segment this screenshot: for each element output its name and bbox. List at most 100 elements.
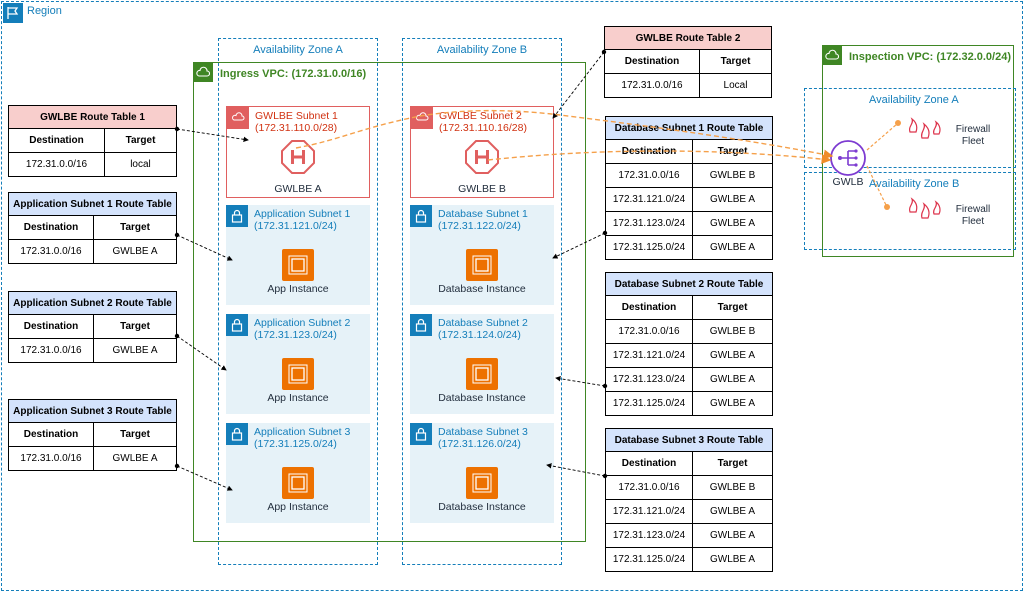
database-instance-label: Database Instance xyxy=(438,283,526,295)
az-a-label: Availability Zone A xyxy=(253,44,343,56)
route-association-lines xyxy=(174,49,608,491)
ec2-instance-icon[interactable] xyxy=(282,467,314,499)
subnet-lock-icon xyxy=(226,423,248,445)
ec2-instance-icon[interactable] xyxy=(282,358,314,390)
subnet-lock-icon xyxy=(227,107,249,129)
gwlbe-b-label: GWLBE B xyxy=(458,183,506,195)
application-subnet-2-route-table: Application Subnet 2 Route Table Destina… xyxy=(8,291,177,363)
gwlbe-subnet-2: GWLBE Subnet 2 (172.31.110.16/28) GWLBE … xyxy=(410,106,554,198)
database-subnet-2: Database Subnet 2 (172.31.124.0/24) Data… xyxy=(410,314,554,414)
vpc-cloud-icon xyxy=(822,45,842,65)
gwlbe-subnet-1-name: GWLBE Subnet 1 xyxy=(255,110,338,122)
application-subnet-1-route-table-title: Application Subnet 1 Route Table xyxy=(8,192,177,216)
region-flag-icon xyxy=(3,3,23,23)
database-subnet-3-route-table: Database Subnet 3 Route Table Destinatio… xyxy=(605,428,773,572)
application-subnet-2-cidr: (172.31.123.0/24) xyxy=(254,329,337,341)
firewall-icon[interactable] xyxy=(906,116,942,140)
application-subnet-2-name: Application Subnet 2 xyxy=(254,317,351,329)
subnet-lock-icon xyxy=(411,107,433,129)
firewall-fleet-a-label: Firewall Fleet xyxy=(955,124,991,147)
az-b-label: Availability Zone B xyxy=(436,44,528,56)
gwlbe-a-label: GWLBE A xyxy=(274,183,322,195)
firewall-icon[interactable] xyxy=(906,196,942,220)
subnet-lock-icon xyxy=(226,314,248,336)
subnet-lock-icon xyxy=(410,205,432,227)
application-subnet-2-route-table-title: Application Subnet 2 Route Table xyxy=(8,291,177,315)
ec2-instance-icon[interactable] xyxy=(466,358,498,390)
database-subnet-2-route-table-title: Database Subnet 2 Route Table xyxy=(605,272,773,296)
database-instance-label: Database Instance xyxy=(438,392,526,404)
application-subnet-1-route-table: Application Subnet 1 Route Table Destina… xyxy=(8,192,177,264)
ec2-instance-icon[interactable] xyxy=(282,249,314,281)
az-a-inspection-label: Availability Zone A xyxy=(869,94,959,106)
ec2-instance-icon[interactable] xyxy=(466,467,498,499)
database-subnet-3: Database Subnet 3 (172.31.126.0/24) Data… xyxy=(410,423,554,523)
application-subnet-1: Application Subnet 1 (172.31.121.0/24) A… xyxy=(226,205,370,305)
application-subnet-3-route-table-title: Application Subnet 3 Route Table xyxy=(8,399,177,423)
subnet-lock-icon xyxy=(410,423,432,445)
region-label: Region xyxy=(27,5,62,17)
column-header: Destination xyxy=(605,451,693,476)
application-subnet-1-name: Application Subnet 1 xyxy=(254,208,351,220)
column-header: Target xyxy=(699,49,772,74)
gwlbe-endpoint-icon[interactable] xyxy=(281,140,315,174)
firewall-fleet-b-label: Firewall Fleet xyxy=(955,204,991,227)
database-subnet-3-cidr: (172.31.126.0/24) xyxy=(438,438,521,450)
database-subnet-2-cidr: (172.31.124.0/24) xyxy=(438,329,521,341)
database-subnet-2-route-table: Database Subnet 2 Route Table Destinatio… xyxy=(605,272,773,416)
az-b-ingress: Availability Zone B xyxy=(402,38,562,565)
database-subnet-3-name: Database Subnet 3 xyxy=(438,426,528,438)
app-instance-label: App Instance xyxy=(267,501,329,513)
database-subnet-1-route-table: Database Subnet 1 Route Table Destinatio… xyxy=(605,116,773,260)
gwlbe-subnet-1-cidr: (172.31.110.0/28) xyxy=(255,122,338,134)
column-header: Target xyxy=(104,128,177,153)
gwlbe-subnet-2-cidr: (172.31.110.16/28) xyxy=(439,122,527,134)
gwlbe-subnet-2-name: GWLBE Subnet 2 xyxy=(439,110,522,122)
column-header: Destination xyxy=(8,128,105,153)
database-instance-label: Database Instance xyxy=(438,501,526,513)
gwlbe-traffic-flows xyxy=(295,109,834,164)
database-subnet-3-route-table-title: Database Subnet 3 Route Table xyxy=(605,428,773,452)
app-instance-label: App Instance xyxy=(267,392,329,404)
ec2-instance-icon[interactable] xyxy=(466,249,498,281)
database-subnet-2-name: Database Subnet 2 xyxy=(438,317,528,329)
application-subnet-1-cidr: (172.31.121.0/24) xyxy=(254,220,337,232)
database-subnet-1: Database Subnet 1 (172.31.122.0/24) Data… xyxy=(410,205,554,305)
subnet-lock-icon xyxy=(410,314,432,336)
gwlbe-route-table-1-title: GWLBE Route Table 1 xyxy=(8,105,177,129)
ingress-vpc: Ingress VPC: (172.31.0.0/16) xyxy=(193,62,586,542)
database-subnet-1-cidr: (172.31.122.0/24) xyxy=(438,220,521,232)
application-subnet-2: Application Subnet 2 (172.31.123.0/24) A… xyxy=(226,314,370,414)
subnet-lock-icon xyxy=(226,205,248,227)
az-b-inspection-label: Availability Zone B xyxy=(869,178,960,190)
column-header: Destination xyxy=(605,295,693,320)
az-a-ingress: Availability Zone A xyxy=(218,38,378,565)
database-subnet-1-name: Database Subnet 1 xyxy=(438,208,528,220)
inspection-vpc: Inspection VPC: (172.32.0.0/24) xyxy=(822,45,1014,257)
vpc-cloud-icon xyxy=(193,62,213,82)
az-b-inspection: Availability Zone B xyxy=(804,172,1016,250)
application-subnet-3-route-table: Application Subnet 3 Route Table Destina… xyxy=(8,399,177,471)
application-subnet-3-cidr: (172.31.125.0/24) xyxy=(254,438,337,450)
gwlbe-endpoint-icon[interactable] xyxy=(465,140,499,174)
ingress-vpc-label: Ingress VPC: (172.31.0.0/16) xyxy=(220,68,367,80)
gwlbe-subnet-1: GWLBE Subnet 1 (172.31.110.0/28) GWLBE A xyxy=(226,106,370,198)
application-subnet-3: Application Subnet 3 (172.31.125.0/24) A… xyxy=(226,423,370,523)
app-instance-label: App Instance xyxy=(267,283,329,295)
gwlb-firewall-flows xyxy=(866,120,901,210)
inspection-vpc-label: Inspection VPC: (172.32.0.0/24) xyxy=(849,51,1012,63)
